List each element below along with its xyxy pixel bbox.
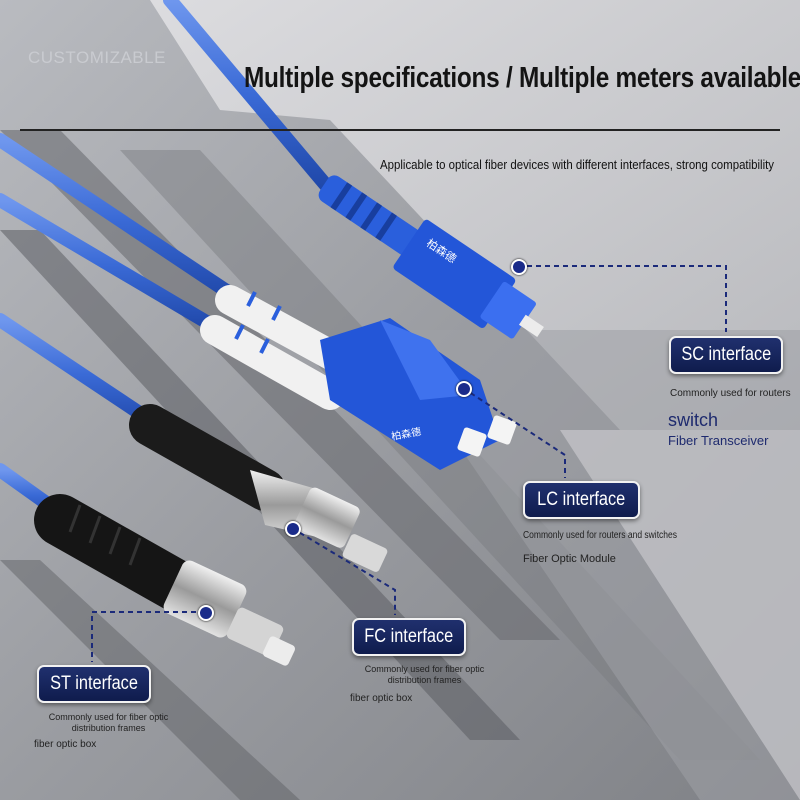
lc-callout-dot <box>456 381 472 397</box>
st-interface-badge: ST interface <box>37 665 151 703</box>
sc-connector: 柏森德 <box>318 175 544 339</box>
fc-callout-dot <box>285 521 301 537</box>
st-interface-label: ST interface <box>50 673 138 694</box>
sc-usage-switch: switch <box>668 410 719 430</box>
fc-interface-label: FC interface <box>364 626 454 647</box>
fc-usage-box: fiber optic box <box>350 693 413 704</box>
lc-leader-line <box>462 387 566 478</box>
st-callout-dot <box>198 605 214 621</box>
watermark: CUSTOMIZABLE <box>28 48 166 67</box>
sc-leader-line <box>518 265 727 332</box>
page-headline: Multiple specifications / Multiple meter… <box>244 62 800 94</box>
sc-interface-badge: SC interface <box>669 336 783 374</box>
fc-connector <box>129 404 388 572</box>
lc-connector: 柏森德 <box>200 285 517 470</box>
st-leader-line <box>91 611 205 662</box>
lc-usage: Commonly used for routers and switches <box>523 530 678 541</box>
sc-callout-dot <box>511 259 527 275</box>
sc-usage: Commonly used for routers <box>670 388 791 399</box>
st-usage-box: fiber optic box <box>34 739 97 750</box>
fc-interface-badge: FC interface <box>352 618 466 656</box>
lc-interface-label: LC interface <box>537 489 626 510</box>
title-divider <box>20 129 780 131</box>
lc-usage-module: Fiber Optic Module <box>523 553 616 565</box>
st-usage: Commonly used for fiber optic distributi… <box>48 712 169 733</box>
page-subtitle: Applicable to optical fiber devices with… <box>380 157 775 172</box>
lc-interface-badge: LC interface <box>523 481 640 519</box>
st-connector <box>34 494 296 666</box>
fc-leader-line <box>291 527 396 615</box>
sc-usage-transceiver: Fiber Transceiver <box>668 433 769 448</box>
sc-interface-label: SC interface <box>681 344 771 365</box>
fc-usage: Commonly used for fiber optic distributi… <box>364 664 485 685</box>
